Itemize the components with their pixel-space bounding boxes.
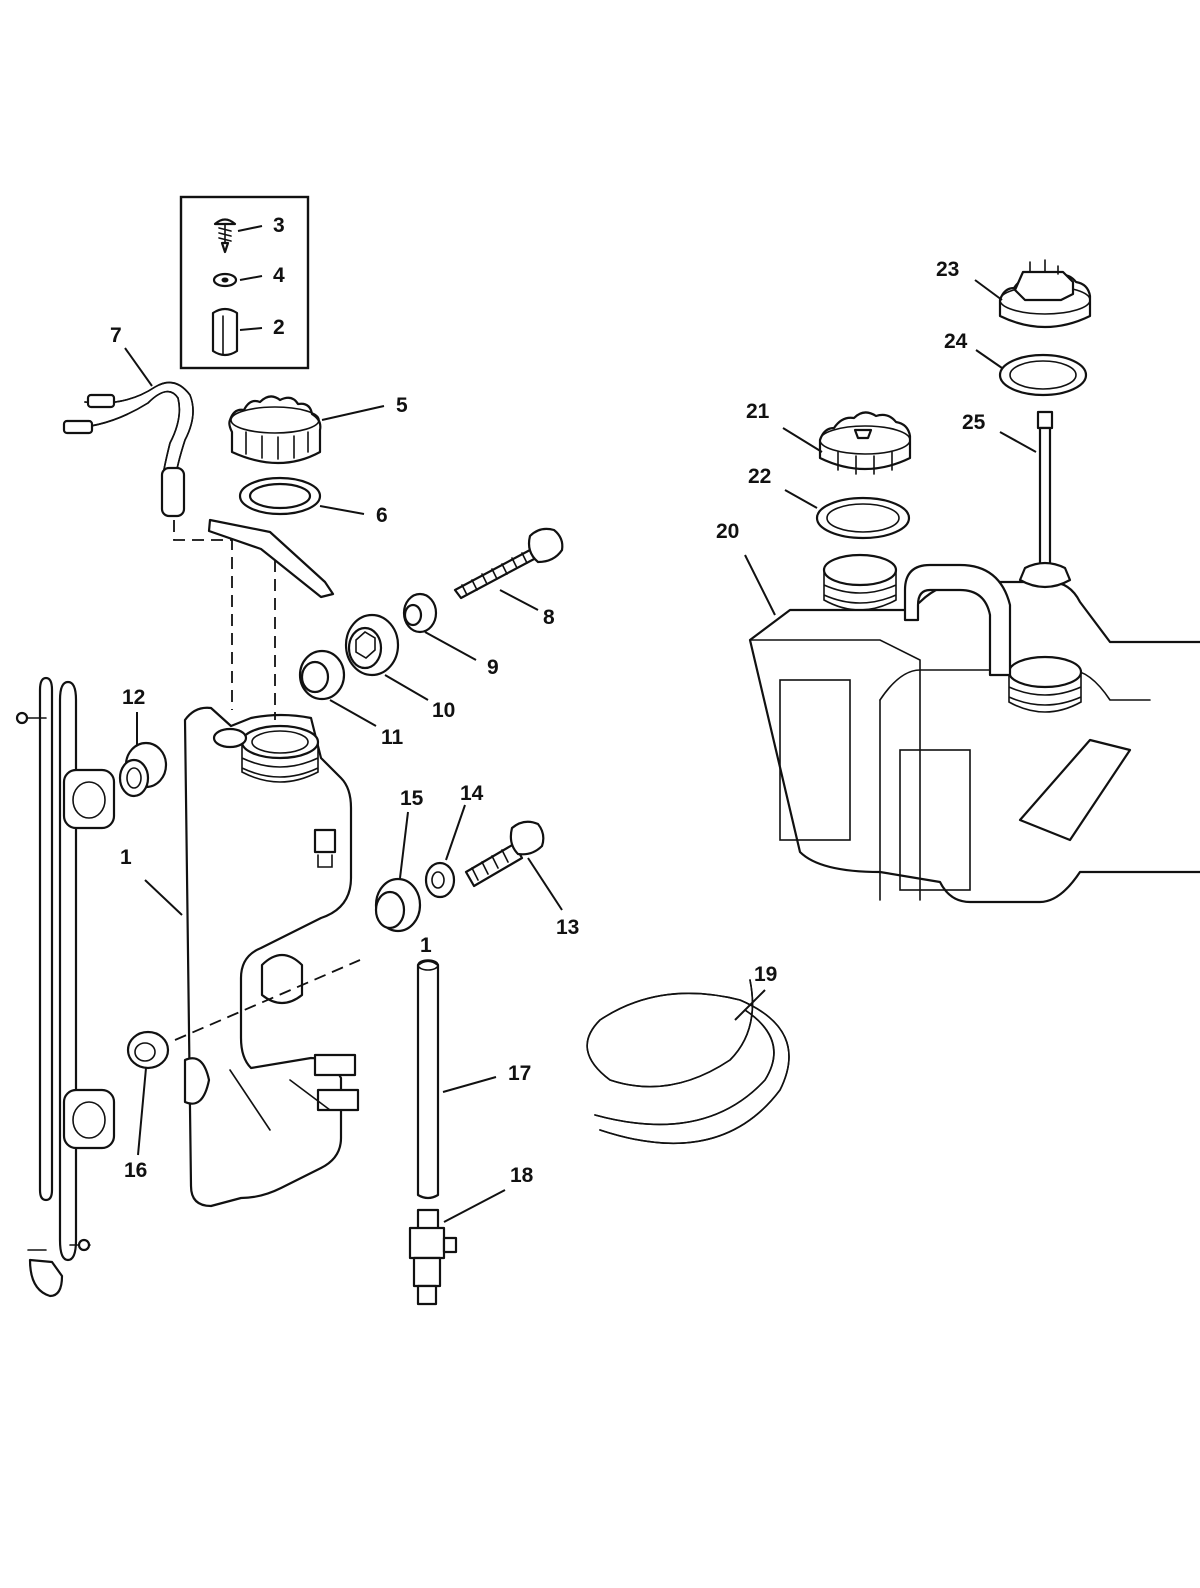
callout-1-tube: 1 xyxy=(420,934,432,957)
callout-20: 20 xyxy=(716,520,739,543)
part-gauge-pickup-25 xyxy=(999,410,1072,589)
part-screw-13 xyxy=(464,820,563,911)
part-sleeve-2 xyxy=(211,307,239,357)
callout-10: 10 xyxy=(432,699,455,722)
part-sensor-harness-7 xyxy=(62,347,194,518)
part-pickup-tube-17 xyxy=(416,959,497,1200)
callout-16: 16 xyxy=(124,1159,147,1182)
callout-11: 11 xyxy=(381,726,404,749)
callout-1-tank: 1 xyxy=(120,846,132,869)
part-fitting-18 xyxy=(408,1189,506,1306)
callout-21: 21 xyxy=(746,400,770,423)
part-hose-19 xyxy=(586,979,790,1145)
part-tank-cap-21 xyxy=(782,411,912,475)
part-oil-tank-1 xyxy=(144,706,360,1208)
part-gasket-22 xyxy=(784,489,911,540)
callout-2: 2 xyxy=(273,316,285,339)
part-grommet-15 xyxy=(374,811,422,933)
part-mounting-rail xyxy=(15,676,116,1298)
callout-19: 19 xyxy=(754,963,777,986)
callout-13: 13 xyxy=(556,916,579,939)
assembly-line-harness xyxy=(173,520,233,710)
callout-23: 23 xyxy=(936,258,959,281)
part-screw-8 xyxy=(453,527,564,611)
callout-7: 7 xyxy=(110,324,122,347)
callout-22: 22 xyxy=(748,465,771,488)
callout-3: 3 xyxy=(273,214,285,237)
callout-5: 5 xyxy=(396,394,408,417)
callout-18: 18 xyxy=(510,1164,534,1187)
callout-6: 6 xyxy=(376,504,388,527)
part-portable-tank-20 xyxy=(744,553,1200,904)
part-gasket-6 xyxy=(207,476,365,599)
part-washer-9 xyxy=(402,592,477,661)
part-washer-14 xyxy=(424,804,466,899)
part-grommet-11 xyxy=(298,649,377,727)
callout-9: 9 xyxy=(487,656,499,679)
callout-24: 24 xyxy=(944,330,968,353)
callout-14: 14 xyxy=(460,782,484,805)
callout-15: 15 xyxy=(400,787,424,810)
hardware-kit-inset xyxy=(179,195,310,370)
callout-4: 4 xyxy=(273,264,285,287)
callout-labels: 3 4 2 7 5 6 8 9 10 11 12 1 15 14 13 1 17… xyxy=(110,214,986,1187)
part-gasket-24 xyxy=(975,349,1088,397)
part-fill-cap-5 xyxy=(228,395,385,465)
callout-25: 25 xyxy=(962,411,986,434)
callout-8: 8 xyxy=(543,606,555,629)
part-screw-3 xyxy=(213,218,237,254)
part-gauge-cap-23 xyxy=(974,259,1092,329)
callout-12: 12 xyxy=(122,686,145,709)
part-bushing-12 xyxy=(118,712,168,798)
part-bushing-16 xyxy=(126,1030,170,1156)
part-grommet-10 xyxy=(344,613,429,701)
assembly-line-fitting xyxy=(174,959,361,1041)
callout-17: 17 xyxy=(508,1062,531,1085)
